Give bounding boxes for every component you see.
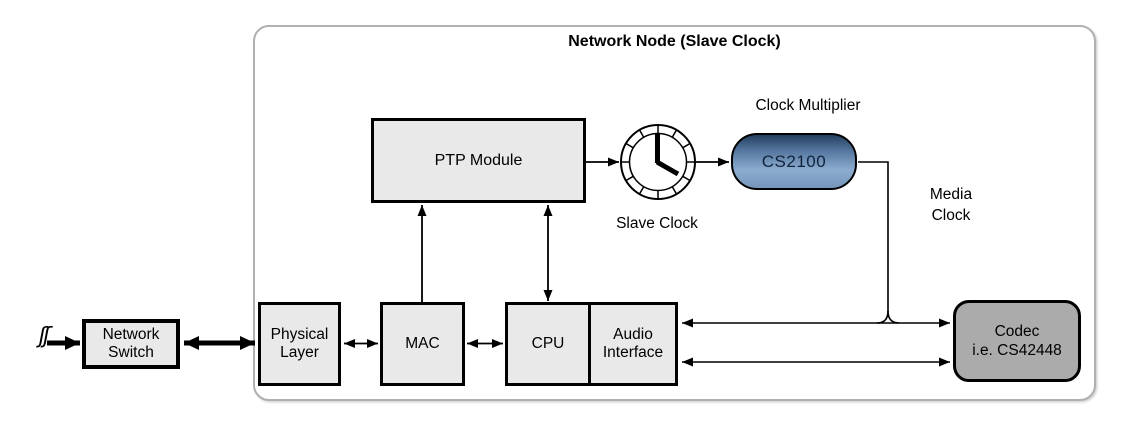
clock-multiplier-label: Clock Multiplier bbox=[755, 97, 861, 114]
codec-label-line2: i.e. CS42448 bbox=[972, 342, 1062, 359]
codec-label-line1: Codec bbox=[994, 323, 1040, 340]
cs2100-clock-multiplier-box: CS2100 bbox=[731, 133, 857, 190]
cs2100-label: CS2100 bbox=[761, 151, 827, 171]
network-switch-label-line1: Network bbox=[102, 326, 160, 343]
mac-box: MAC bbox=[380, 302, 465, 386]
ptp-module-label: PTP Module bbox=[434, 151, 523, 169]
cpu-box: CPU bbox=[505, 302, 591, 386]
physical-layer-label-line2: Layer bbox=[280, 344, 319, 361]
network-switch-label-line2: Switch bbox=[108, 344, 154, 361]
physical-layer-label-line1: Physical bbox=[270, 326, 329, 343]
ptp-module-box: PTP Module bbox=[371, 118, 586, 203]
physical-layer-box: Physical Layer bbox=[258, 302, 341, 386]
mac-label: MAC bbox=[405, 335, 440, 352]
media-clock-line2: Clock bbox=[931, 207, 971, 224]
media-clock-label: Media Clock bbox=[903, 184, 999, 226]
audio-interface-box: Audio Interface bbox=[588, 302, 678, 386]
network-break-symbol: ʃʃ bbox=[38, 324, 51, 349]
audio-interface-label-line2: Interface bbox=[602, 344, 664, 361]
media-clock-line1: Media bbox=[929, 186, 973, 203]
codec-box: Codec i.e. CS42448 bbox=[953, 300, 1081, 382]
diagram-title: Network Node (Slave Clock) bbox=[568, 33, 781, 50]
audio-interface-label-line1: Audio bbox=[613, 326, 653, 343]
cpu-label: CPU bbox=[531, 335, 565, 352]
network-switch-box: Network Switch bbox=[82, 319, 180, 369]
slave-clock-label: Slave Clock bbox=[616, 215, 698, 232]
